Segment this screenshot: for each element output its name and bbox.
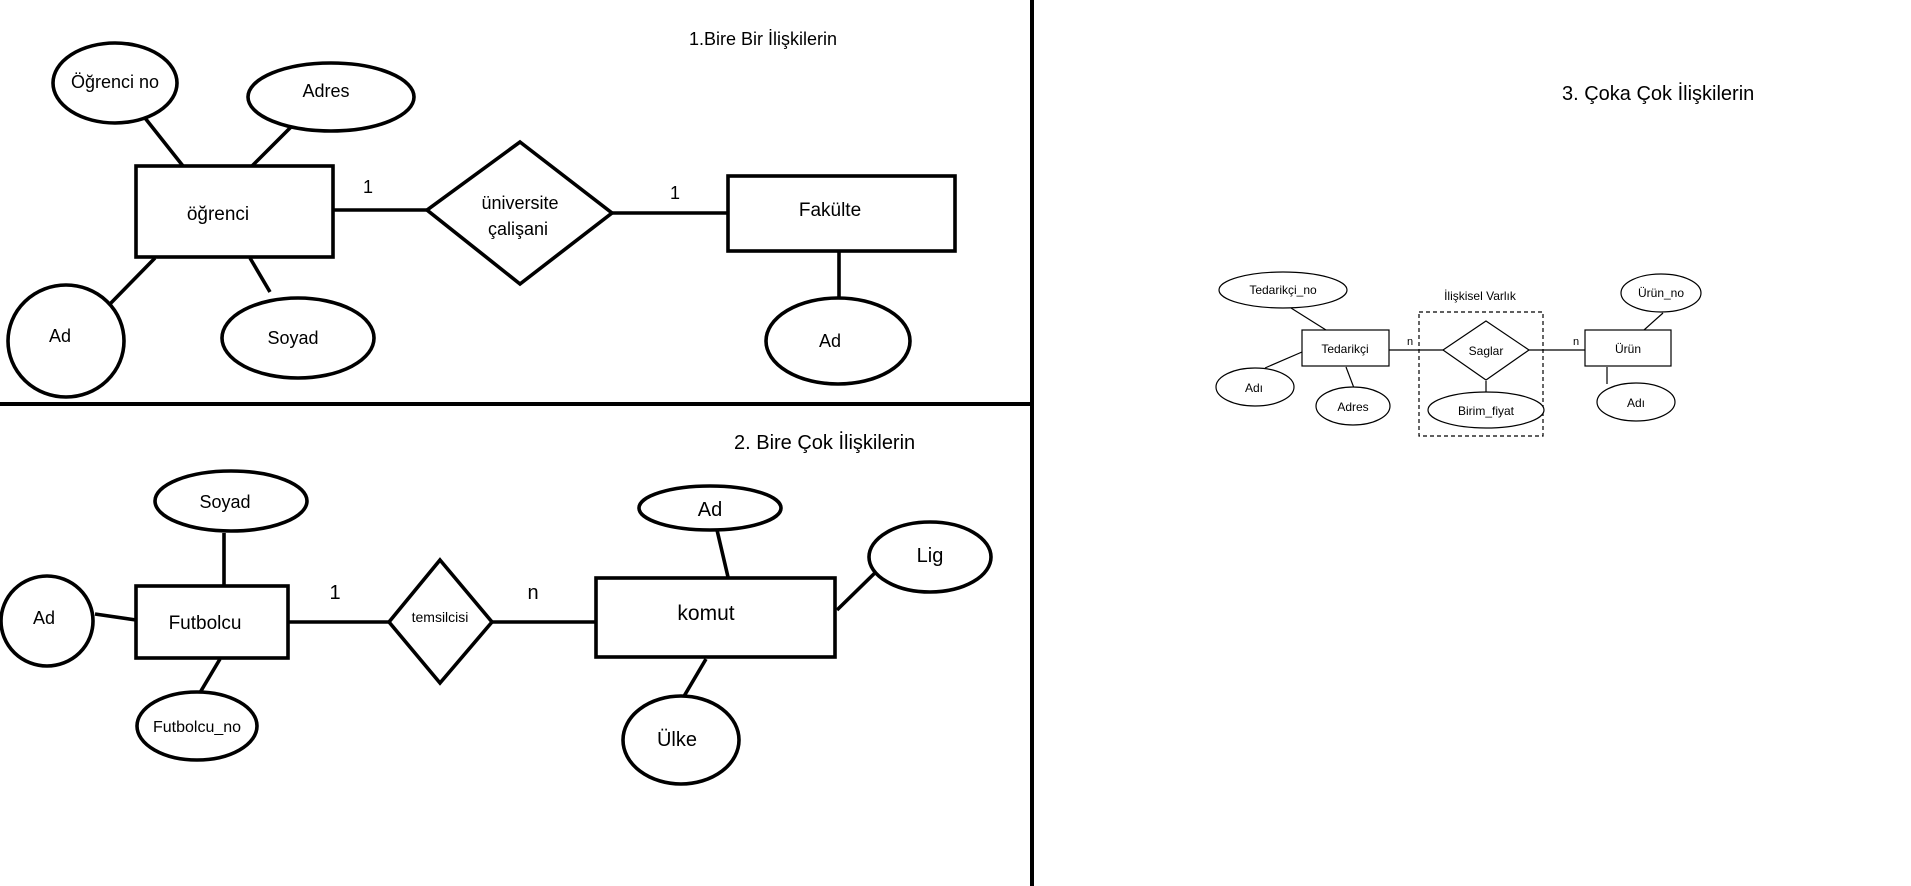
attr-adres (246, 61, 416, 133)
link-tedarikci-no (1290, 307, 1327, 331)
attr-ulke-label: Ülke (657, 729, 697, 751)
cardinality-left: 1 (363, 177, 373, 197)
entity-tedarikci (1301, 329, 1390, 367)
section2-title: 2. Bire Çok İlişkilerin (734, 431, 915, 454)
attr-futbolcu-no (135, 690, 259, 762)
entity-futbolcu (134, 584, 290, 660)
link-adres (248, 123, 295, 170)
entity-fakulte-label: Fakülte (799, 200, 861, 221)
entity-komut (594, 576, 837, 659)
cardinality-right: 1 (670, 183, 680, 203)
entity-ogrenci (134, 164, 335, 259)
attr-ad-label: Ad (33, 608, 55, 628)
link-adres (1345, 366, 1355, 389)
attr-futbolcu-no-label: Futbolcu_no (153, 719, 241, 736)
attr-ad (6, 283, 126, 399)
link-adi-left (1264, 351, 1303, 369)
attr-ad (0, 574, 95, 668)
attr-ogrenci-no (51, 41, 179, 125)
link-ad (106, 256, 157, 308)
section-one-to-one: 1.Bire Bir İlişkilerin Öğrenci no Adres … (6, 29, 957, 399)
attr-adi-right-label: Adı (1627, 396, 1645, 410)
link-ogrenci-no (143, 116, 185, 168)
attr-fakulte-ad (764, 296, 912, 386)
attr-birim-fiyat-label: Birim_fiyat (1458, 404, 1515, 418)
attr-komut-ad-label: Ad (698, 499, 722, 521)
attr-soyad (153, 469, 309, 533)
section-many-to-many: 3. Çoka Çok İlişkilerin İlişkisel Varlık… (1215, 82, 1754, 437)
attr-urun-no-label: Ürün_no (1638, 286, 1684, 300)
attr-ulke (621, 694, 741, 786)
attr-adres (1315, 386, 1391, 426)
link-ad (94, 612, 137, 622)
cardinality-right: n (1573, 336, 1579, 348)
cardinality-left: n (1407, 336, 1413, 348)
link-komut-ad (715, 529, 730, 578)
attr-fakulte-ad-label: Ad (819, 331, 841, 351)
entity-komut-label: komut (677, 602, 734, 625)
attr-adi-left-label: Adı (1245, 381, 1263, 395)
attr-lig (867, 520, 993, 594)
attr-soyad-label: Soyad (267, 328, 318, 348)
cardinality-left: 1 (329, 582, 340, 604)
associative-entity-box (1418, 311, 1544, 437)
link-urun-no (1643, 312, 1664, 331)
section1-title: 1.Bire Bir İlişkilerin (689, 29, 837, 49)
entity-ogrenci-label: öğrenci (187, 204, 249, 225)
attr-tedarikci-no (1218, 271, 1348, 309)
relationship-label-line2: çalişani (488, 219, 548, 239)
attr-adi-right (1596, 382, 1676, 422)
entity-urun-label: Ürün (1615, 342, 1641, 356)
attr-ad-label: Ad (49, 326, 71, 346)
relationship-saglar (1441, 320, 1531, 381)
cardinality-right: n (527, 582, 538, 604)
section3-title: 3. Çoka Çok İlişkilerin (1562, 82, 1754, 105)
attr-lig-label: Lig (917, 545, 944, 567)
attr-birim-fiyat (1427, 391, 1545, 429)
relationship-label: temsilcisi (412, 609, 469, 625)
section-one-to-many: 2. Bire Çok İlişkilerin Soyad Ad Futbolc… (0, 431, 993, 786)
relationship-universite-calisani (424, 139, 615, 287)
attr-ogrenci-no-label: Öğrenci no (71, 72, 159, 92)
relationship-temsilcisi (386, 557, 495, 686)
entity-tedarikci-label: Tedarikçi (1321, 342, 1368, 356)
relationship-label-line1: üniversite (481, 193, 558, 213)
attr-urun-no (1620, 273, 1702, 313)
attr-soyad (220, 296, 376, 380)
attr-komut-ad (637, 484, 783, 532)
link-soyad (248, 257, 272, 293)
attr-adres-label: Adres (1337, 400, 1368, 414)
associative-label: İlişkisel Varlık (1444, 289, 1517, 303)
relationship-label: Saglar (1469, 344, 1504, 358)
attr-adres-label: Adres (302, 81, 349, 101)
entity-fakulte (726, 174, 957, 253)
entity-urun (1584, 329, 1672, 367)
attr-soyad-label: Soyad (199, 492, 250, 512)
attr-adi-left (1215, 367, 1295, 407)
entity-futbolcu-label: Futbolcu (169, 613, 242, 634)
attr-tedarikci-no-label: Tedarikçi_no (1249, 283, 1317, 297)
